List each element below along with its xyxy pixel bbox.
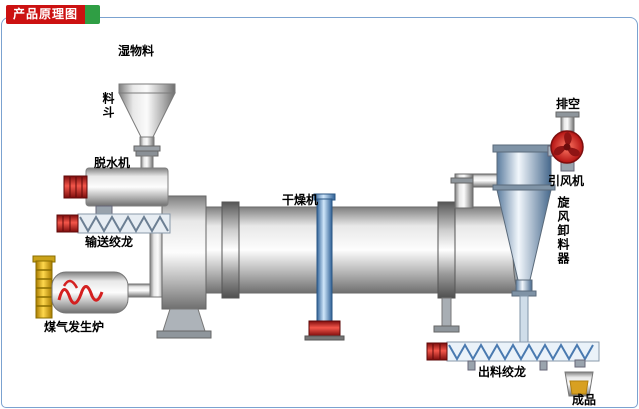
flange [135, 150, 159, 157]
inlet-housing-base [162, 308, 206, 332]
flange [492, 184, 556, 191]
product-container [564, 371, 594, 397]
flame-icon [57, 285, 104, 305]
flange [95, 205, 113, 215]
label-wet-material: 湿物料 [118, 44, 155, 58]
feed-screw-conveyor [56, 213, 171, 234]
riding-ring-right [437, 201, 456, 299]
riding-ring-left [221, 201, 240, 299]
label-dryer: 干燥机 [282, 193, 319, 207]
flame-icon [62, 279, 79, 289]
page-title: 产品原理图 [6, 5, 86, 24]
screw-flights [79, 214, 169, 234]
drum-support-column [316, 198, 333, 324]
drum-support-right [441, 297, 452, 327]
flange [133, 145, 161, 152]
cyclone-drop-pipe [519, 295, 529, 344]
label-product: 成品 [572, 393, 597, 407]
product-material [569, 380, 589, 395]
label-gas-furnace: 煤气发生炉 [44, 320, 105, 334]
label-dewaterer: 脱水机 [94, 156, 131, 170]
support-base-block [308, 320, 341, 337]
dewatering-machine [63, 167, 169, 215]
label-cyclone: 旋风卸料器 [556, 196, 570, 266]
cyclone-discharger [492, 144, 556, 344]
hot-air-duct [127, 283, 151, 298]
discharge-screw-motor [426, 342, 448, 361]
gas-generator-furnace [32, 255, 151, 319]
screw-flights [448, 342, 594, 362]
hopper [118, 83, 176, 169]
rotary-dryer-drum [156, 193, 528, 341]
label-feed-screw: 输送绞龙 [85, 235, 134, 249]
page-title-badge: 产品原理图 [6, 5, 101, 24]
flange [511, 290, 537, 297]
drum-inlet-housing [161, 195, 207, 310]
induced-draft-fan [547, 111, 584, 172]
feed-screw-motor [56, 214, 79, 233]
discharge-spout [574, 359, 586, 368]
discharge-screw-conveyor [426, 341, 600, 371]
fan-hub [563, 143, 571, 151]
label-discharge-screw: 出料绞龙 [478, 365, 527, 379]
badge-green-cap [85, 5, 101, 24]
fan-blade [564, 132, 572, 147]
label-vent: 排空 [556, 97, 581, 111]
label-draft-fan: 引风机 [548, 174, 585, 188]
label-hopper: 料斗 [101, 92, 115, 120]
